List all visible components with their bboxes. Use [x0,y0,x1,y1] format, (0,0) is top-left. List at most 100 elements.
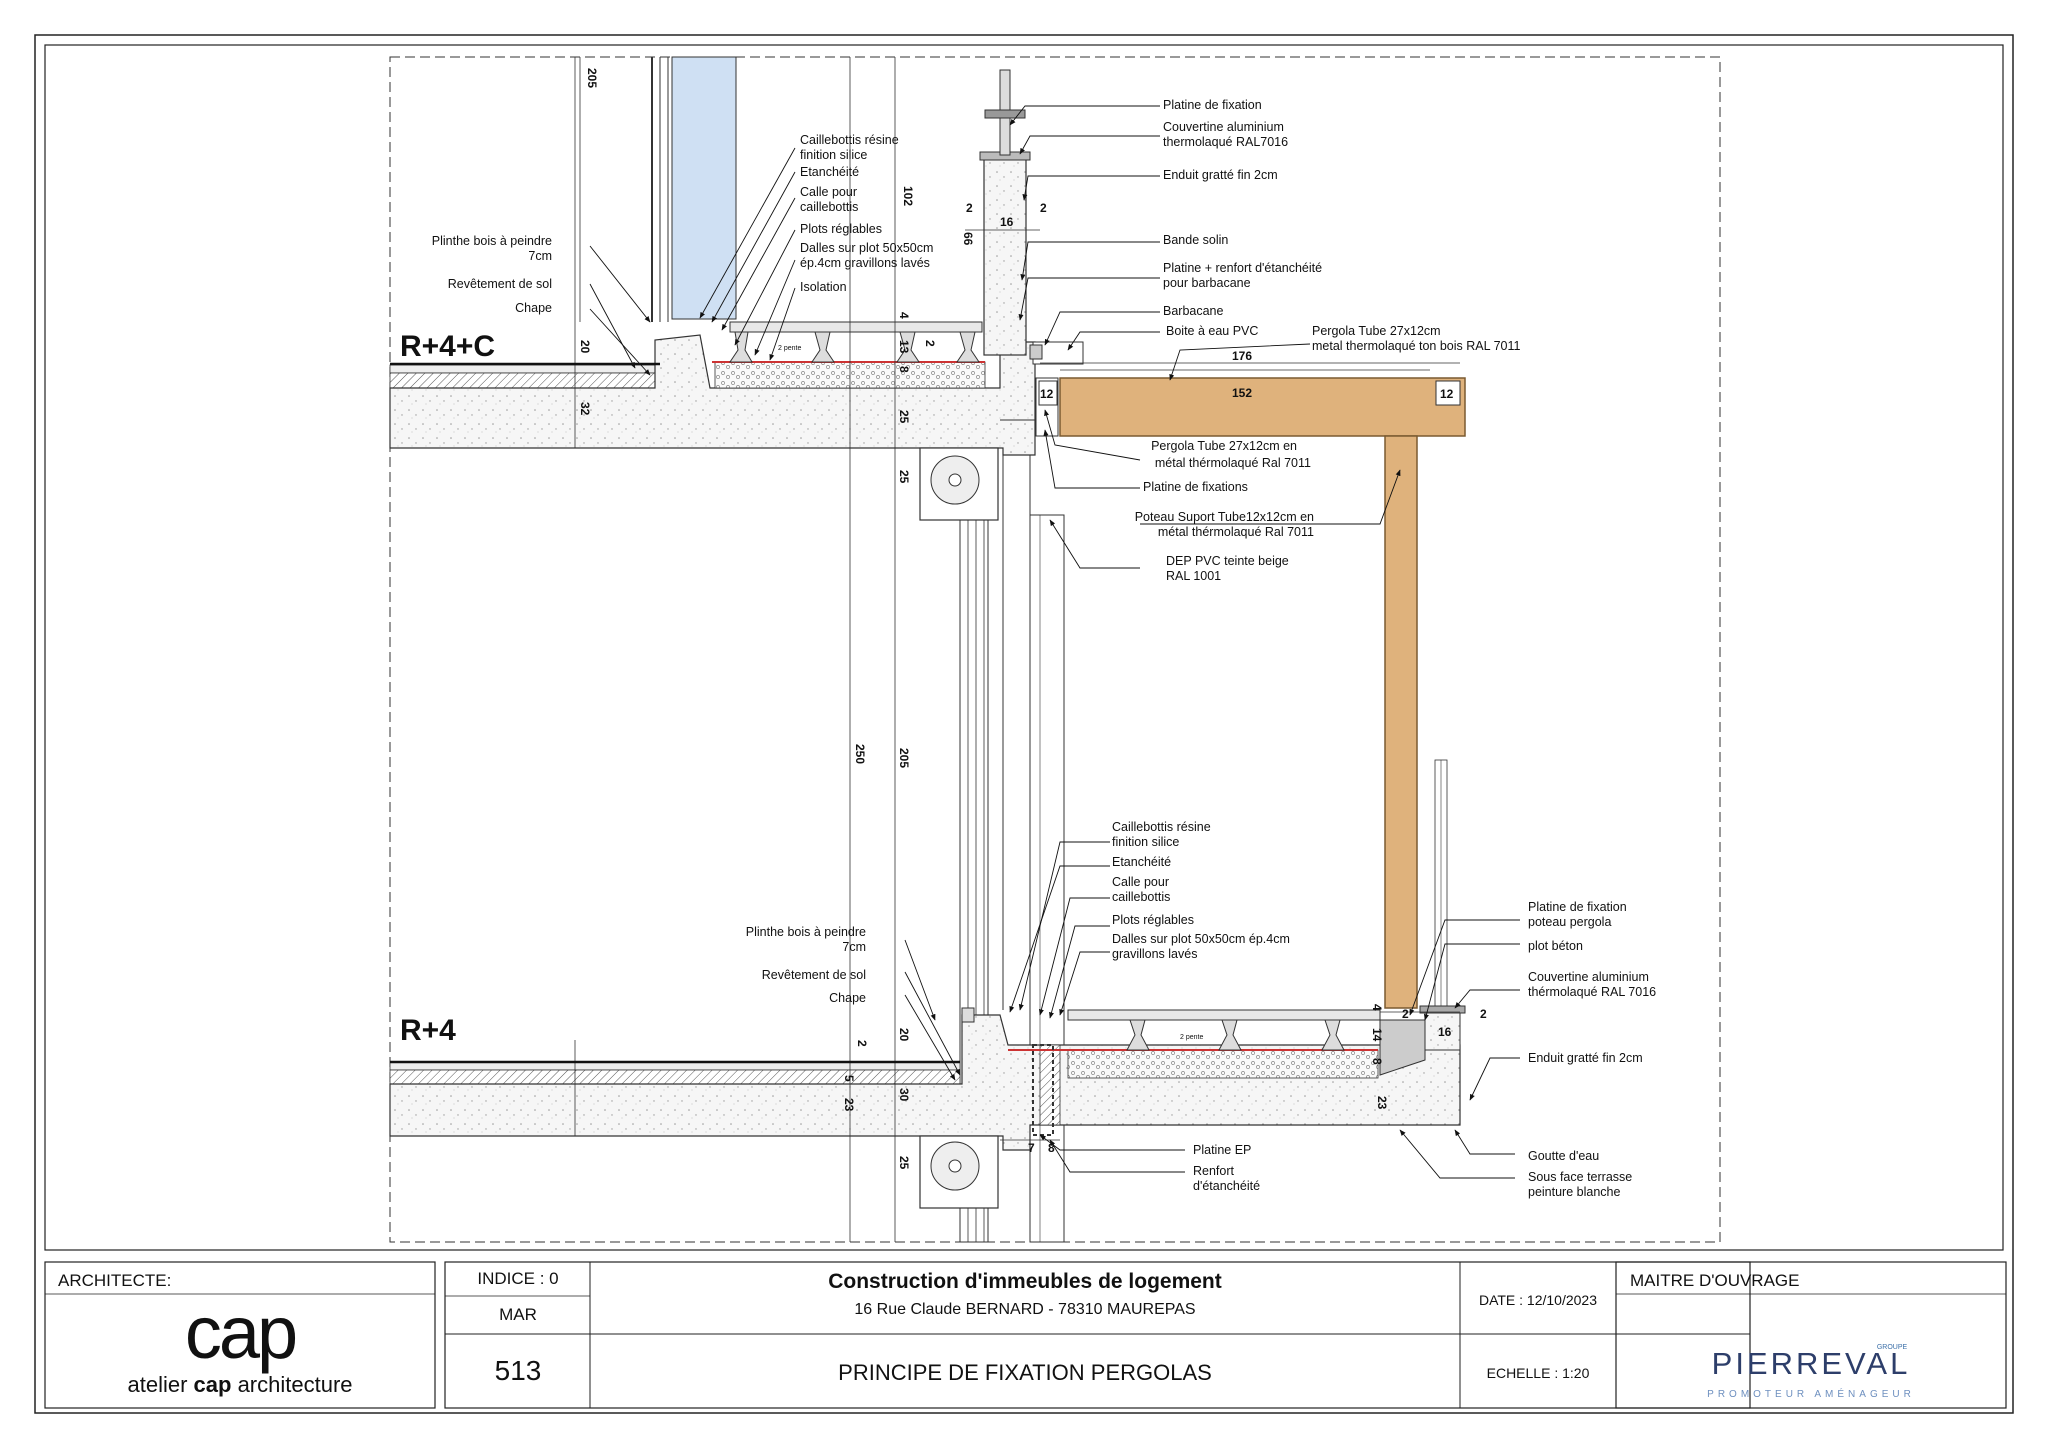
label-plinthe-1: Plinthe bois à peindre [432,234,552,248]
label-couvertine-2: thermolaqué RAL7016 [1163,135,1288,149]
dim-2-e: 2 [1402,1007,1409,1021]
architect-name-bold: cap [194,1372,232,1397]
label-low-platine-1: Platine de fixation [1528,900,1627,914]
labels-lower-left: Plinthe bois à peindre 7cm Revêtement de… [746,925,866,1005]
label-low-plinthe-2: 7cm [842,940,866,954]
dim-2-f: 2 [1480,1007,1487,1021]
label-dep-1: DEP PVC teinte beige [1166,554,1289,568]
dim-12-a: 12 [1040,387,1054,401]
title-block: ARCHITECTE: cap atelier cap architecture… [44,1261,2007,1409]
label-platine-fixations: Platine de fixations [1143,480,1248,494]
label-platine-renfort-2: pour barbacane [1163,276,1251,290]
labels-lower-center: Caillebottis résine finition silice Etan… [1112,820,1290,961]
lower-insulation [1067,1049,1379,1079]
owner-logo: PIERREVAL [1712,1346,1911,1381]
owner-tagline: PROMOTEUR AMÉNAGEUR [1707,1387,1915,1400]
architect-name-prefix: atelier [127,1372,193,1397]
label-platine-renfort-1: Platine + renfort d'étanchéité [1163,261,1322,275]
svg-text:atelier cap architecture: atelier cap architecture [127,1372,352,1397]
pergola-post [1384,435,1418,1009]
label-low-revetement: Revêtement de sol [762,968,866,982]
glass-door [671,56,737,320]
dimension-values: 205 102 66 2 16 2 20 32 4 13 8 25 25 250… [578,68,1487,1170]
architect-label: ARCHITECTE: [58,1271,171,1290]
dim-66: 66 [961,232,975,246]
label-caillebottis-2: finition silice [800,148,867,162]
dim-2-a: 2 [966,201,973,215]
scale: ECHELLE : 1:20 [1487,1365,1590,1381]
architect-logo: cap [185,1291,296,1374]
label-sous-face-1: Sous face terrasse [1528,1170,1632,1184]
label-low-caillebottis-1: Caillebottis résine [1112,820,1211,834]
dim-7: 7 [1028,1141,1035,1155]
lower-window [959,519,989,1243]
dim-2-c: 2 [923,340,937,347]
level-label-upper: R+4+C [400,330,495,363]
dim-13: 13 [897,340,911,354]
dimension-lines [574,57,1460,1242]
label-low-couvertine-2: thérmolaqué RAL 7016 [1528,985,1656,999]
outer-frame [34,34,2014,1414]
label-low-plots: Plots réglables [1112,913,1194,927]
label-low-dalles-2: gravillons lavés [1112,947,1197,961]
dim-102: 102 [901,186,915,206]
sheet-title: PRINCIPE DE FIXATION PERGOLAS [838,1360,1212,1385]
label-calle-1: Calle pour [800,185,857,199]
architect-name-suffix: architecture [231,1372,352,1397]
dim-23-b: 23 [1375,1096,1389,1110]
dim-4-b: 4 [1370,1004,1384,1011]
dim-25-c: 25 [897,1156,911,1170]
label-pergola-beam-1: Pergola Tube 27x12cm en [1151,439,1297,453]
labels-lower-bottom: Platine EP Renfort d'étanchéité [1193,1143,1260,1193]
label-pergola-tube-2: metal thermolaqué ton bois RAL 7011 [1312,339,1521,353]
dim-25-a: 25 [897,410,911,424]
dim-250: 250 [853,744,867,764]
label-goutte-eau: Goutte d'eau [1528,1149,1599,1163]
dim-2-b: 2 [1040,201,1047,215]
dim-8-c: 8 [1370,1058,1384,1065]
label-barbacane: Barbacane [1163,304,1224,318]
sheet-number: 513 [495,1355,542,1386]
label-renfort-2: d'étanchéité [1193,1179,1260,1193]
label-caillebottis-1: Caillebottis résine [800,133,899,147]
leader-lines [589,105,1520,1179]
dim-23-a: 23 [842,1098,856,1112]
dim-12-b: 12 [1440,387,1454,401]
label-isolation: Isolation [800,280,847,294]
concrete-pad [1379,1019,1426,1076]
pente-note-lower: 2 pente [1180,1034,1203,1041]
label-low-chape: Chape [829,991,866,1005]
label-plot-beton: plot béton [1528,939,1583,953]
label-dep-2: RAL 1001 [1166,569,1221,583]
label-low-calle-2: caillebottis [1112,890,1170,904]
label-low-calle-1: Calle pour [1112,875,1169,889]
drawing-frame [44,44,2004,1251]
labels-upper-right: Platine de fixation Couvertine aluminium… [1163,98,1521,353]
dim-152: 152 [1232,386,1252,400]
label-low-platine-2: poteau pergola [1528,915,1611,929]
dim-32: 32 [578,402,592,416]
dim-20-a: 20 [578,340,592,354]
label-platine-fixation: Platine de fixation [1163,98,1262,112]
labels-upper-left: Caillebottis résine finition silice Etan… [432,133,934,315]
label-pergola-tube-1: Pergola Tube 27x12cm [1312,324,1441,338]
pergola-beam [1059,377,1466,437]
label-couvertine-1: Couvertine aluminium [1163,120,1284,134]
downpipe [1029,514,1065,1243]
pergola [1035,377,1466,1009]
label-dalles-2: ép.4cm gravillons lavés [800,256,930,270]
dim-2-d: 2 [855,1040,869,1047]
dim-20-b: 20 [897,1028,911,1042]
label-sous-face-2: peinture blanche [1528,1185,1620,1199]
upper-parapet [983,154,1027,356]
project-title: Construction d'immeubles de logement [828,1270,1222,1293]
dim-8-a: 8 [897,366,911,373]
dim-30: 30 [897,1088,911,1102]
dim-16-a: 16 [1000,215,1014,229]
lower-paver [1067,1009,1381,1021]
lower-level-section [389,759,1466,1209]
label-plots: Plots réglables [800,222,882,236]
label-chape: Chape [515,301,552,315]
author: MAR [499,1305,537,1324]
